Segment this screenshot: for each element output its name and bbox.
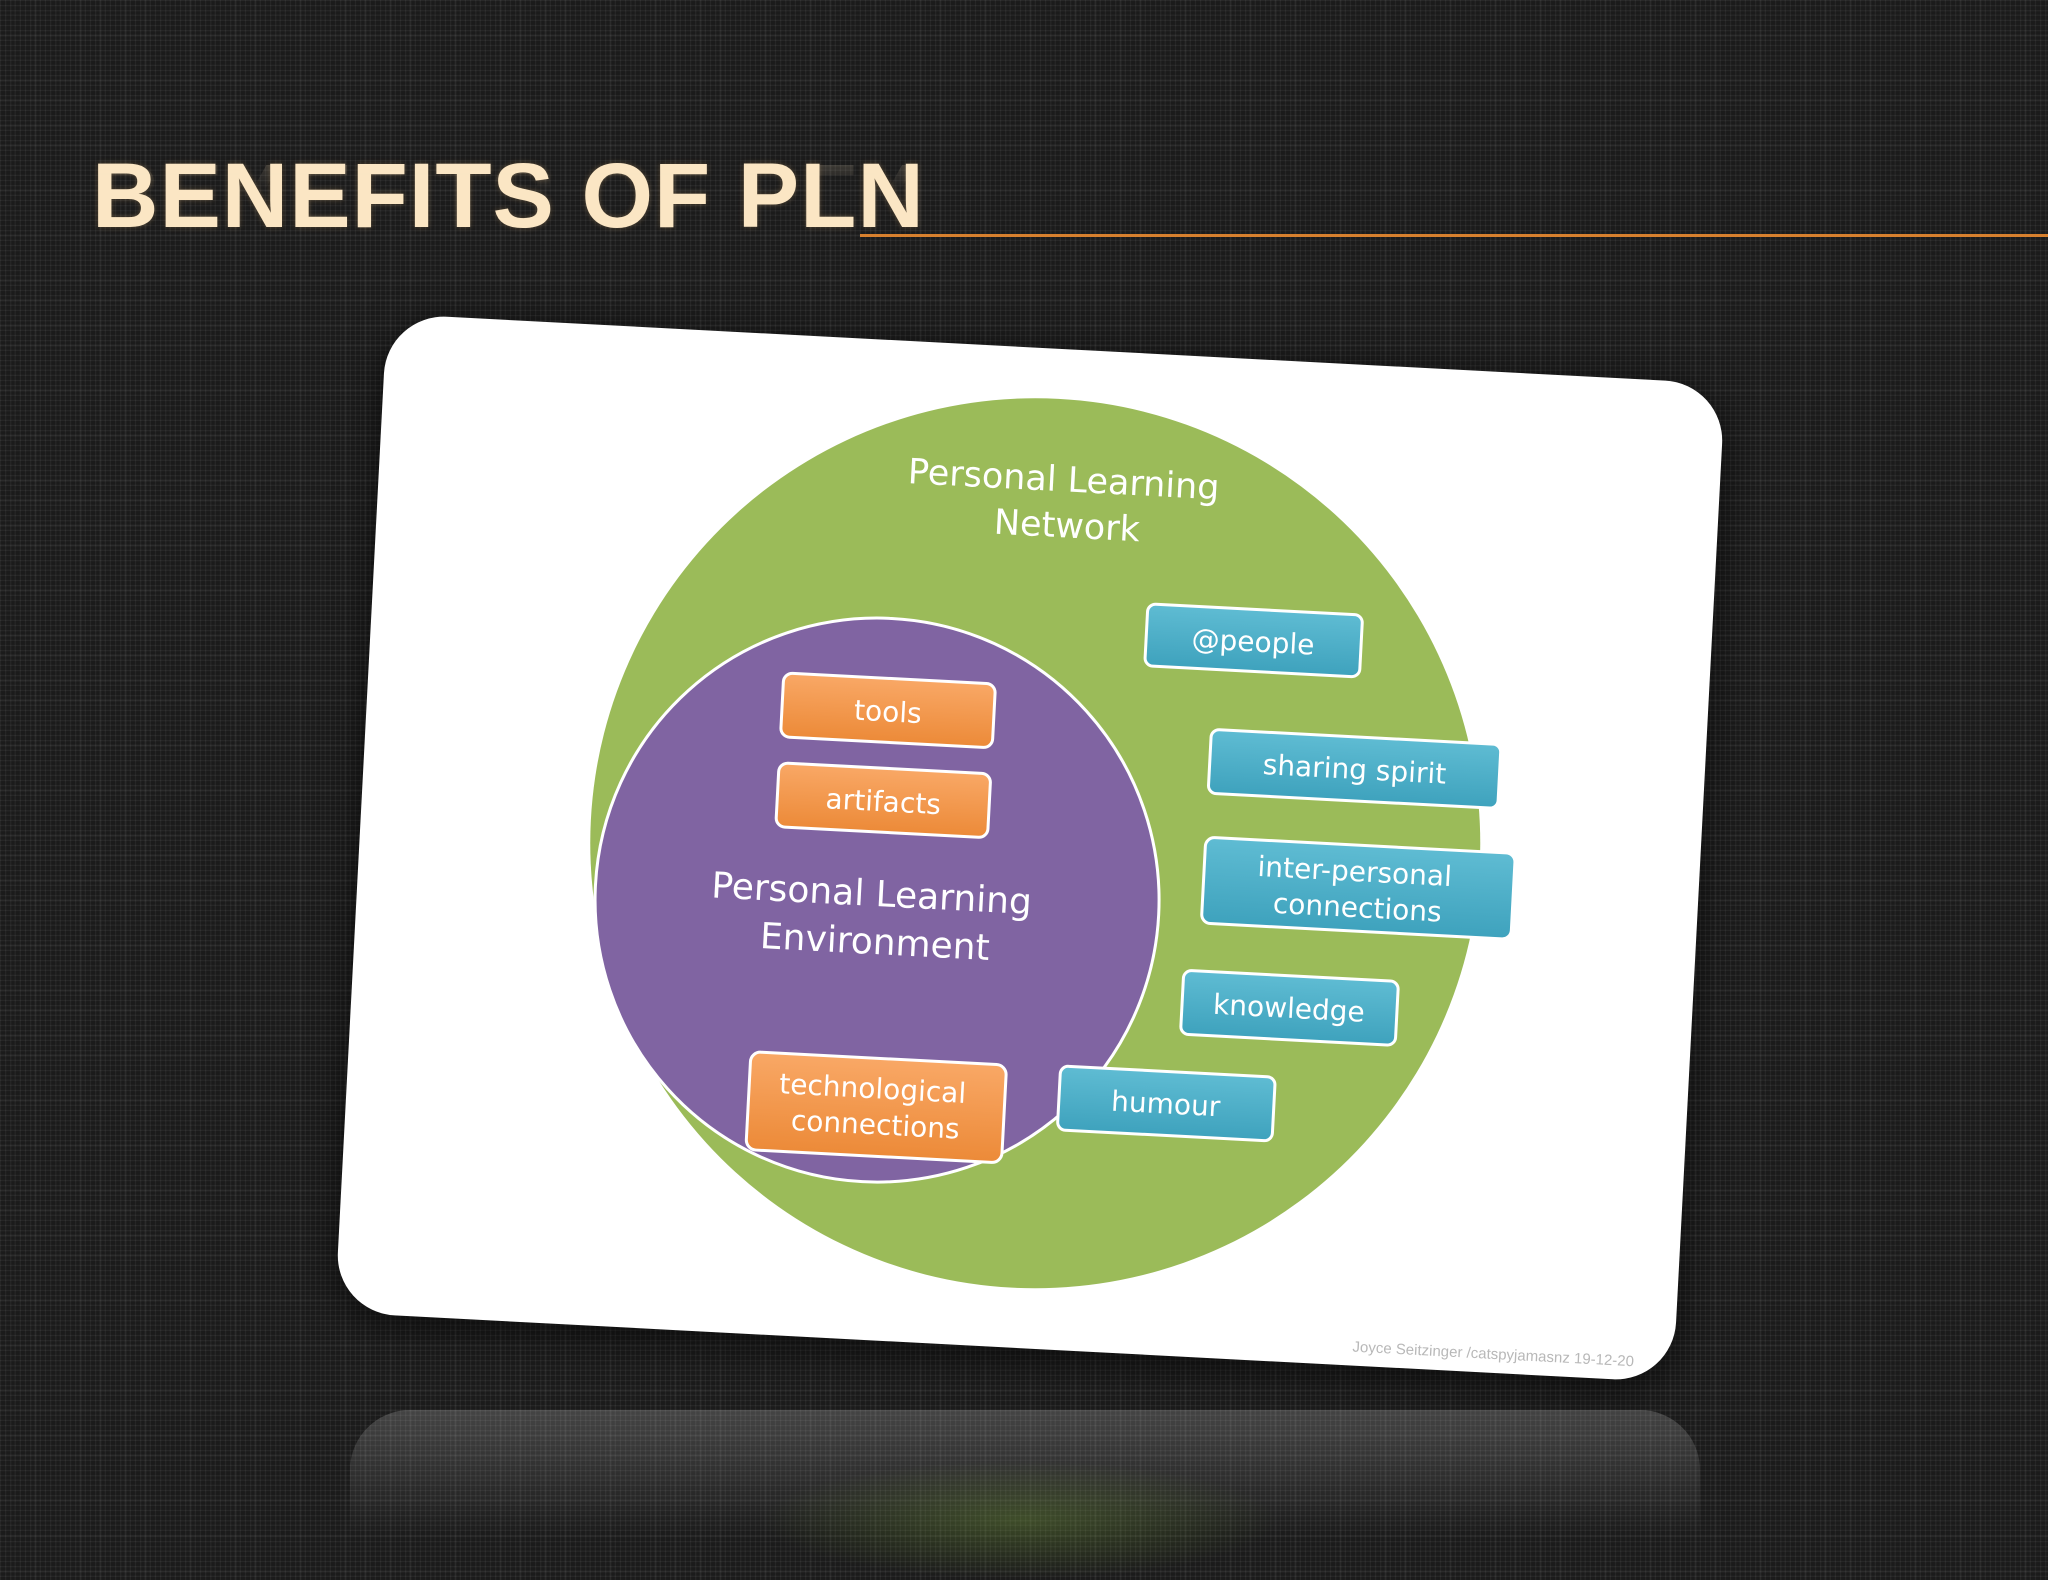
blue-box-sharing-spirit: sharing spirit [1207, 728, 1503, 810]
slide-title: BENEFITS OF PLN [92, 145, 925, 247]
title-divider [860, 234, 2048, 237]
ple-inner-circle [593, 616, 1161, 1184]
slide-title-group: BENEFITS OF PLN BENEFITS OF PLN [92, 145, 925, 247]
blue-box-people: @people [1143, 602, 1364, 679]
orange-box-artifacts: artifacts [774, 761, 992, 839]
svg-text:knowledge: knowledge [1212, 988, 1365, 1029]
svg-text:tools: tools [853, 694, 922, 730]
diagram-card: Personal Learning Network Personal Learn… [334, 313, 1726, 1383]
pln-label-line-2: Network [993, 503, 1142, 551]
card-reflection-green [760, 1460, 1280, 1580]
svg-text:@people: @people [1191, 622, 1315, 661]
blue-box-humour: humour [1056, 1064, 1277, 1143]
svg-text:humour: humour [1110, 1085, 1221, 1124]
blue-box-inter-personal-connections: inter-personal connections [1200, 836, 1517, 941]
svg-text:artifacts: artifacts [825, 782, 942, 821]
slide-title-reflection: BENEFITS OF PLN [92, 145, 925, 247]
card-reflection [350, 1410, 1700, 1536]
blue-box-knowledge: knowledge [1179, 969, 1400, 1047]
orange-box-technological-connections: technological connections [744, 1050, 1008, 1164]
orange-box-tools: tools [779, 671, 997, 749]
pln-diagram: Personal Learning Network Personal Learn… [590, 398, 1517, 1289]
